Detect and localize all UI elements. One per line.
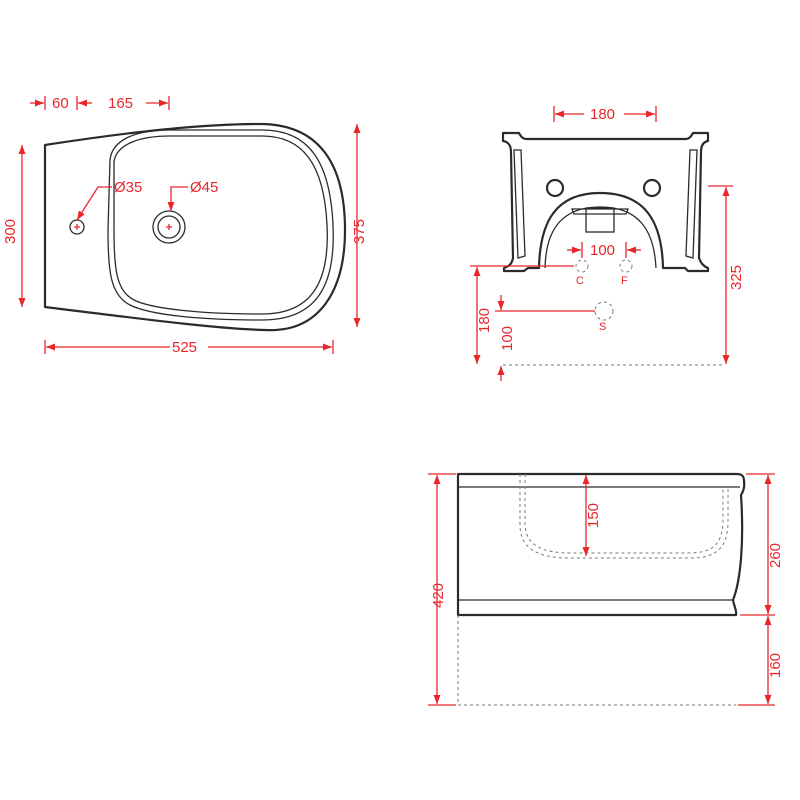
- drain-center-mark: [166, 224, 172, 230]
- rear-mount-hole-left: [545, 178, 565, 198]
- dim-300: 300: [2, 219, 19, 244]
- side-view-bowl-hidden-inner: [524, 474, 724, 554]
- rear-view-outlet-block: [585, 207, 615, 233]
- leader-dia45: [167, 186, 188, 211]
- label-c: C: [576, 275, 584, 287]
- dim-165: 165: [108, 95, 133, 112]
- dim-180-top: 180: [590, 106, 615, 123]
- cold-connection: [575, 259, 589, 273]
- rear-view-arch-shelf: [571, 208, 629, 215]
- dim-180-left: 180: [476, 308, 493, 333]
- leader-dia35: [76, 186, 112, 221]
- dim-525: 525: [172, 339, 197, 356]
- side-view-outline: [456, 472, 746, 617]
- drain-hole-45-outer: [152, 210, 186, 244]
- top-view-outer-outline: [43, 122, 347, 332]
- dim-100-left: 100: [499, 326, 516, 351]
- side-view-floor-box: [457, 615, 736, 706]
- top-view-bowl-outline: [107, 129, 334, 321]
- waste-connection: [594, 301, 614, 321]
- dia-45-label: Ø45: [190, 179, 218, 196]
- dim-420: 420: [430, 583, 447, 608]
- side-view: 150 420 260 160: [428, 472, 784, 706]
- dim-150: 150: [585, 503, 602, 528]
- rear-view-leg-left: [513, 149, 526, 259]
- dim-375: 375: [351, 219, 368, 244]
- label-f: F: [621, 275, 628, 287]
- dim-160: 160: [767, 653, 784, 678]
- tap-center-mark: [74, 224, 80, 230]
- side-view-bowl-hidden: [519, 474, 729, 559]
- dim-100-inner: 100: [590, 242, 615, 259]
- top-view-bowl-inner: [113, 135, 328, 315]
- dia-35-label: Ø35: [114, 179, 142, 196]
- rear-view-inner-arch: [544, 206, 657, 269]
- dim-60: 60: [52, 95, 69, 112]
- dim-260: 260: [767, 543, 784, 568]
- dim-325: 325: [728, 265, 745, 290]
- drain-hole-45-inner: [157, 215, 181, 239]
- rear-mount-hole-right: [642, 178, 662, 198]
- label-s: S: [599, 321, 606, 333]
- hot-connection: [619, 259, 633, 273]
- rear-view: C F S 180 100 325 180 100: [470, 106, 745, 381]
- top-view: Ø35 Ø45 60 165 300 375 525: [2, 95, 368, 356]
- rear-view-outline: [501, 131, 710, 273]
- rear-view-leg-right: [685, 149, 698, 259]
